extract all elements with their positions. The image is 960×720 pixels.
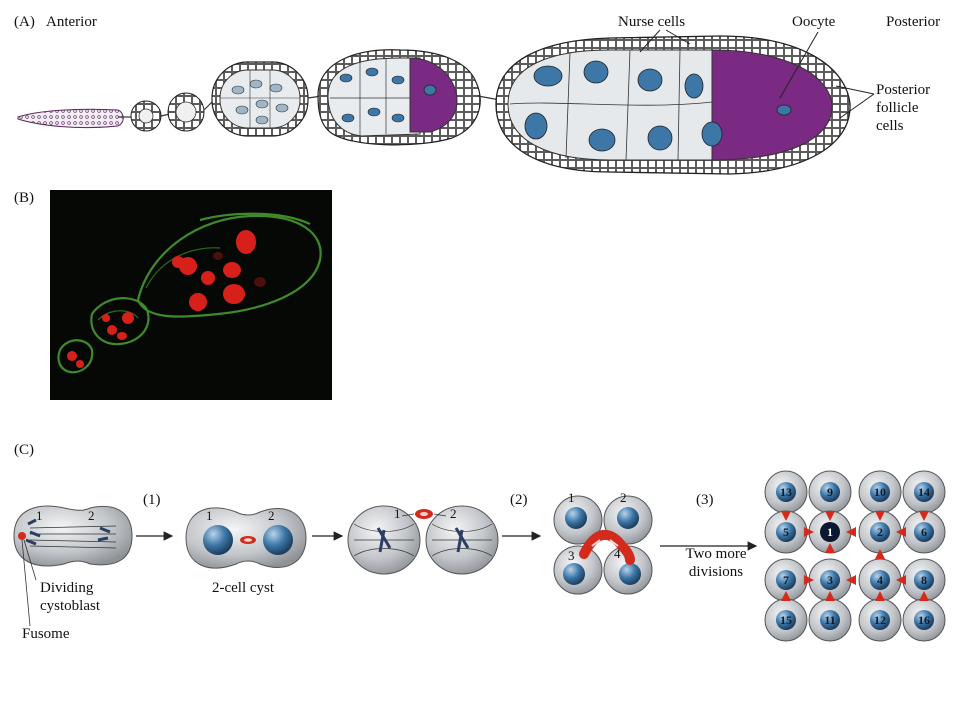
grid-nucleus-g12 [870,610,890,630]
four-cell-cyst [553,495,653,595]
grid-nucleus-g5 [776,522,796,542]
grid-number-g5: 5 [783,525,789,539]
grid-nucleus-g6 [914,522,934,542]
grid-number-g7: 7 [783,573,789,587]
leader-lines [639,29,875,119]
dividing-cystoblast-cell [13,505,133,627]
egg-chamber-stage-early [211,61,309,137]
grid-nucleus-g14 [914,482,934,502]
grid-number-g10: 10 [874,485,886,499]
sixteen-cell-cyst [764,470,946,642]
two-more-divisions-line1: Two more [685,546,747,562]
grid-number-g15: 15 [780,613,792,627]
ovariole-diagram [17,29,875,175]
confocal-micrograph [50,190,332,400]
egg-chamber-stage-mid [317,49,481,146]
grid-nucleus-g9 [820,482,840,502]
step-1-label: (1) [143,492,161,508]
posterior-follicle-line3: cells [876,118,904,134]
step-3-label: (3) [696,492,714,508]
grid-nucleus-g8 [914,570,934,590]
grid-nucleus-g1 [820,522,840,542]
grid-nucleus-g4 [870,570,890,590]
panel-a-label: (A) [14,14,35,30]
posterior-label: Posterior [886,14,941,30]
grid-number-g14: 14 [918,485,930,499]
germarium [17,108,124,129]
c-2-number: 2 [88,508,95,523]
anterior-label: Anterior [46,14,97,30]
early-egg-chamber-2 [167,92,205,132]
dividing-cystoblast-line2: cystoblast [40,598,100,614]
mitosis-1-number: 1 [394,506,401,521]
mitosis-2-number: 2 [450,506,457,521]
two-cell-1-number: 1 [206,508,213,523]
two-more-divisions-line2: divisions [688,564,744,580]
panel-c-label: (C) [14,442,34,458]
oocyte-label: Oocyte [792,14,836,30]
posterior-follicle-line2: follicle [876,100,919,116]
grid-nucleus-g7 [776,570,796,590]
grid-nucleus-g10 [870,482,890,502]
two-cell-cyst [185,507,307,569]
two-cell-cyst-label: 2-cell cyst [212,580,275,596]
four-2-number: 2 [620,490,627,505]
early-egg-chamber-1 [130,100,162,132]
grid-number-g3: 3 [827,573,833,587]
fusome-label: Fusome [22,626,70,642]
nurse-cells-label: Nurse cells [618,14,686,30]
grid-nucleus-g2 [870,522,890,542]
four-4-number: 4 [614,546,621,561]
grid-nucleus-g3 [820,570,840,590]
grid-number-g1: 1 [827,525,833,539]
grid-number-g11: 11 [824,613,835,627]
grid-nucleus-g11 [820,610,840,630]
grid-number-g2: 2 [877,525,883,539]
grid-number-g9: 9 [827,485,833,499]
dividing-cystoblast-line1: Dividing [40,580,94,596]
four-3-number: 3 [568,548,575,563]
mitotic-two-cell-cyst [347,505,499,575]
c-1-number: 1 [36,508,43,523]
four-1-number: 1 [568,490,575,505]
panel-b-label: (B) [14,190,34,206]
egg-chamber-stage-late [495,35,851,175]
cyst-division-diagram: 1 2 1 2 1 2 1 2 3 4 13910145126734815111… [13,470,946,642]
cell-number-labels: 1 2 1 2 1 2 1 2 3 4 [36,490,627,563]
grid-number-g13: 13 [780,485,792,499]
grid-nucleus-g13 [776,482,796,502]
grid-nucleus-g16 [914,610,934,630]
grid-number-g8: 8 [921,573,927,587]
grid-number-g4: 4 [877,573,883,587]
posterior-follicle-line1: Posterior [876,82,931,98]
two-cell-2-number: 2 [268,508,275,523]
grid-number-g6: 6 [921,525,927,539]
step-2-label: (2) [510,492,528,508]
grid-number-g12: 12 [874,613,886,627]
grid-nucleus-g15 [776,610,796,630]
grid-number-g16: 16 [918,613,930,627]
